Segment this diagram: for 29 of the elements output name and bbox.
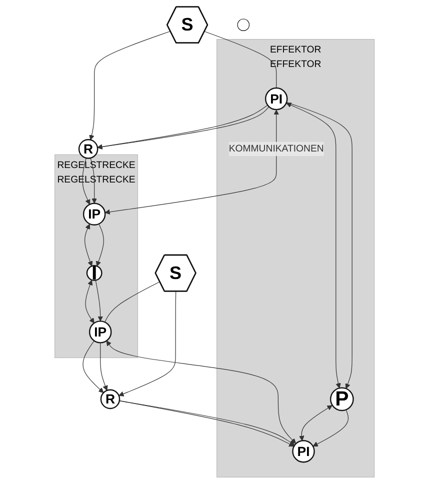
- node-circle: [264, 87, 288, 110]
- cluster: [216, 39, 375, 478]
- connector: [204, 31, 277, 88]
- node-circle: [86, 265, 102, 281]
- arrow: [85, 280, 94, 324]
- node-circle: [330, 387, 354, 412]
- node-circle: [78, 139, 98, 159]
- node-circle: [292, 440, 315, 463]
- cluster: [54, 154, 138, 358]
- arrow: [118, 291, 176, 396]
- arrow: [286, 102, 352, 389]
- arrow: [89, 30, 171, 140]
- arrow: [286, 102, 341, 388]
- arrow: [90, 158, 97, 204]
- arrow: [106, 340, 296, 444]
- arrow: [298, 405, 332, 441]
- arrow: [95, 280, 103, 322]
- node-circle: [237, 18, 250, 32]
- arrow: [100, 342, 108, 391]
- arrow: [312, 409, 348, 447]
- arrow: [96, 224, 104, 266]
- node-circle: [100, 389, 120, 410]
- node-circle: [88, 320, 112, 344]
- arrow: [84, 224, 93, 266]
- arrow: [82, 340, 104, 394]
- arrow: [104, 110, 279, 215]
- connector: [104, 281, 160, 322]
- arrow: [82, 158, 90, 205]
- node-circle: [82, 202, 106, 226]
